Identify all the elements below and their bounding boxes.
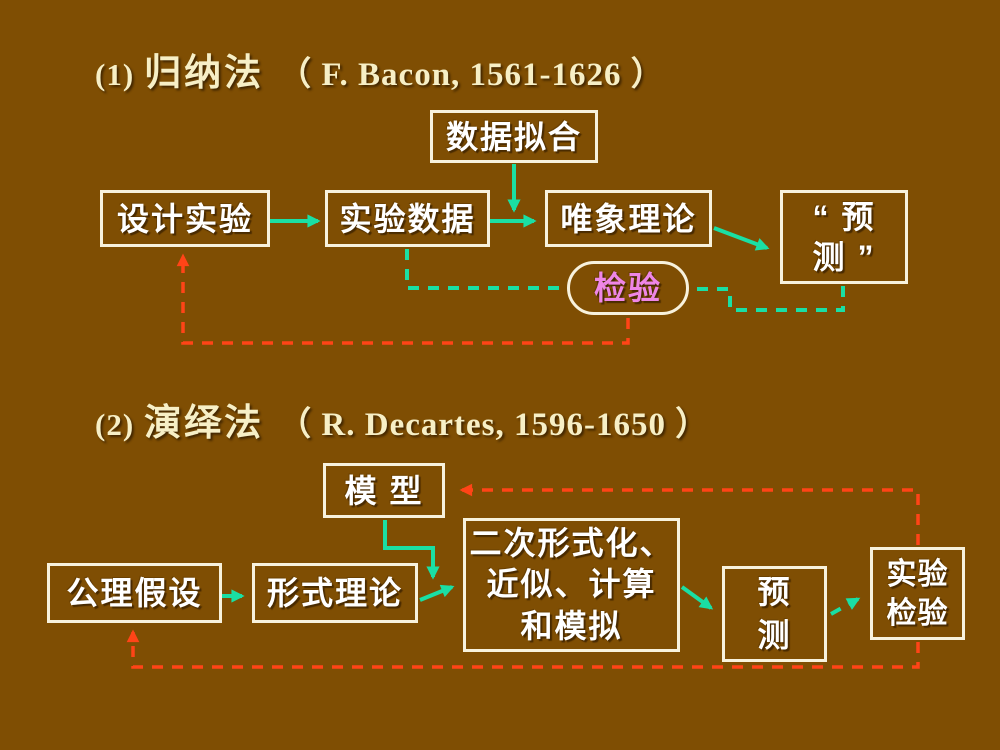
box-design-experiment: 设计实验 — [100, 190, 270, 247]
dashed-prediction-to-test — [693, 286, 845, 312]
box-prediction2: 预 测 — [722, 566, 827, 662]
box-experimental-data: 实验数据 — [325, 190, 490, 247]
dashed-test-to-design-feedback — [176, 253, 630, 345]
dashed-prediction-to-exptest — [830, 597, 861, 616]
section1-method-name: 归纳法 — [144, 53, 265, 94]
box-data-fitting: 数据拟合 — [430, 110, 598, 163]
box-formal-theory: 形式理论 — [252, 563, 418, 623]
section1-number: (1) — [95, 57, 135, 92]
section2-attribution: （ R. Decartes, 1596-1650 ） — [278, 407, 710, 443]
box-phenomenological-theory: 唯象理论 — [545, 190, 712, 247]
box-experimental-test: 实验 检验 — [870, 547, 965, 640]
arrow-theory-to-prediction — [713, 226, 770, 251]
box-prediction-quoted: “ 预 测 ” — [780, 190, 908, 284]
ellipse-test: 检验 — [567, 261, 689, 315]
section2-title: (2) 演绎法 （ R. Decartes, 1596-1650 ） — [95, 392, 709, 446]
section1-attribution: （ F. Bacon, 1561-1626 ） — [278, 57, 665, 93]
box-model: 模 型 — [323, 463, 445, 518]
section2-number: (2) — [95, 407, 135, 442]
box-axiom-hypothesis: 公理假设 — [47, 563, 222, 623]
arrow-formalization-to-prediction — [680, 585, 714, 610]
section1-title: (1) 归纳法 （ F. Bacon, 1561-1626 ） — [95, 42, 665, 96]
section2-method-name: 演绎法 — [144, 403, 265, 444]
box-secondary-formalization: 二次形式化、 近似、计算 和模拟 — [463, 518, 680, 652]
arrow-formal-to-formalization — [419, 584, 455, 602]
dashed-data-to-test — [405, 249, 563, 290]
